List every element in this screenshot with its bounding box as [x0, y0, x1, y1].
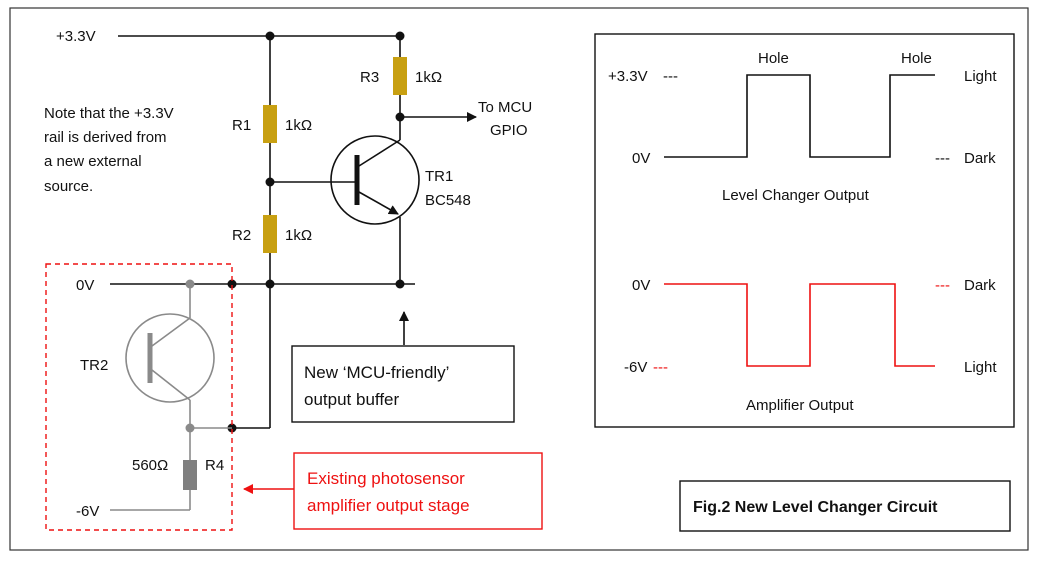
tr2-body	[125, 313, 215, 403]
r4-name: R4	[205, 457, 224, 474]
bottom-dark-dash: ---	[935, 277, 950, 294]
existing-label-line-2: amplifier output stage	[307, 496, 470, 515]
junction-dot	[265, 177, 275, 187]
r2-resistor	[263, 215, 277, 253]
r4-resistor	[183, 460, 197, 490]
note-line-4: source.	[44, 178, 93, 195]
hole-label-2: Hole	[901, 50, 932, 67]
top-high-dash: ---	[663, 68, 678, 85]
bottom-low-label: -6V	[624, 359, 647, 376]
tr2-upper-lead	[151, 317, 191, 347]
top-high-label: +3.3V	[608, 68, 648, 85]
r2-value: 1kΩ	[285, 227, 312, 244]
note-line-1: Note that the +3.3V	[44, 105, 174, 122]
tr1-body	[330, 135, 420, 225]
tr1-collector-lead	[358, 139, 401, 167]
bottom-low-dash: ---	[653, 359, 668, 376]
junction-dot	[227, 279, 237, 289]
junction-dot	[185, 423, 195, 433]
mcu-label-2: GPIO	[490, 122, 528, 139]
level-changer-waveform	[664, 74, 935, 158]
bottom-title: Amplifier Output	[746, 397, 854, 414]
junction-dot	[265, 31, 275, 41]
top-title: Level Changer Output	[722, 187, 870, 204]
junction-dot	[395, 112, 405, 122]
r3-name: R3	[360, 69, 379, 86]
rail-33v-label: +3.3V	[56, 28, 96, 45]
top-low-label: 0V	[632, 150, 650, 167]
junction-dot	[395, 279, 405, 289]
buffer-label-line-1: New ‘MCU-friendly’	[304, 363, 449, 382]
junction-dot	[395, 31, 405, 41]
top-light-label: Light	[964, 68, 997, 85]
junction-dot	[265, 279, 275, 289]
zero-v-label: 0V	[76, 277, 94, 294]
top-dark-label: Dark	[964, 150, 996, 167]
tr1-part: BC548	[425, 192, 471, 209]
bottom-light-label: Light	[964, 359, 997, 376]
bottom-dark-label: Dark	[964, 277, 996, 294]
caption-box	[679, 480, 1011, 532]
tr2-lower-lead	[151, 369, 191, 401]
outer-frame	[9, 7, 1029, 551]
hole-label-1: Hole	[758, 50, 789, 67]
r1-resistor	[263, 105, 277, 143]
amplifier-waveform	[664, 283, 935, 367]
buffer-label-line-2: output buffer	[304, 390, 399, 409]
tr2-label: TR2	[80, 357, 108, 374]
r1-name: R1	[232, 117, 251, 134]
note-line-3: a new external	[44, 153, 142, 170]
existing-label-box	[293, 452, 543, 530]
waveform-panel	[594, 33, 1015, 428]
r2-name: R2	[232, 227, 251, 244]
r4-value: 560Ω	[132, 457, 168, 474]
buffer-label-box	[291, 345, 515, 423]
existing-junction-dots	[185, 279, 195, 433]
r1-value: 1kΩ	[285, 117, 312, 134]
existing-stage	[110, 284, 232, 511]
top-dark-dash: ---	[935, 150, 950, 167]
note-line-2: rail is derived from	[44, 129, 167, 146]
tr1-name: TR1	[425, 168, 453, 185]
junction-dot	[185, 279, 195, 289]
r3-resistor	[393, 57, 407, 95]
mcu-label-1: To MCU	[478, 99, 532, 116]
existing-label-line-1: Existing photosensor	[307, 469, 465, 488]
bottom-high-label: 0V	[632, 277, 650, 294]
tr1-emitter-lead	[358, 191, 399, 215]
tr1-transistor	[330, 135, 420, 225]
neg6v-label: -6V	[76, 503, 99, 520]
existing-stage-dashed-box	[45, 263, 233, 531]
r3-value: 1kΩ	[415, 69, 442, 86]
figure-caption: Fig.2 New Level Changer Circuit	[693, 499, 938, 516]
